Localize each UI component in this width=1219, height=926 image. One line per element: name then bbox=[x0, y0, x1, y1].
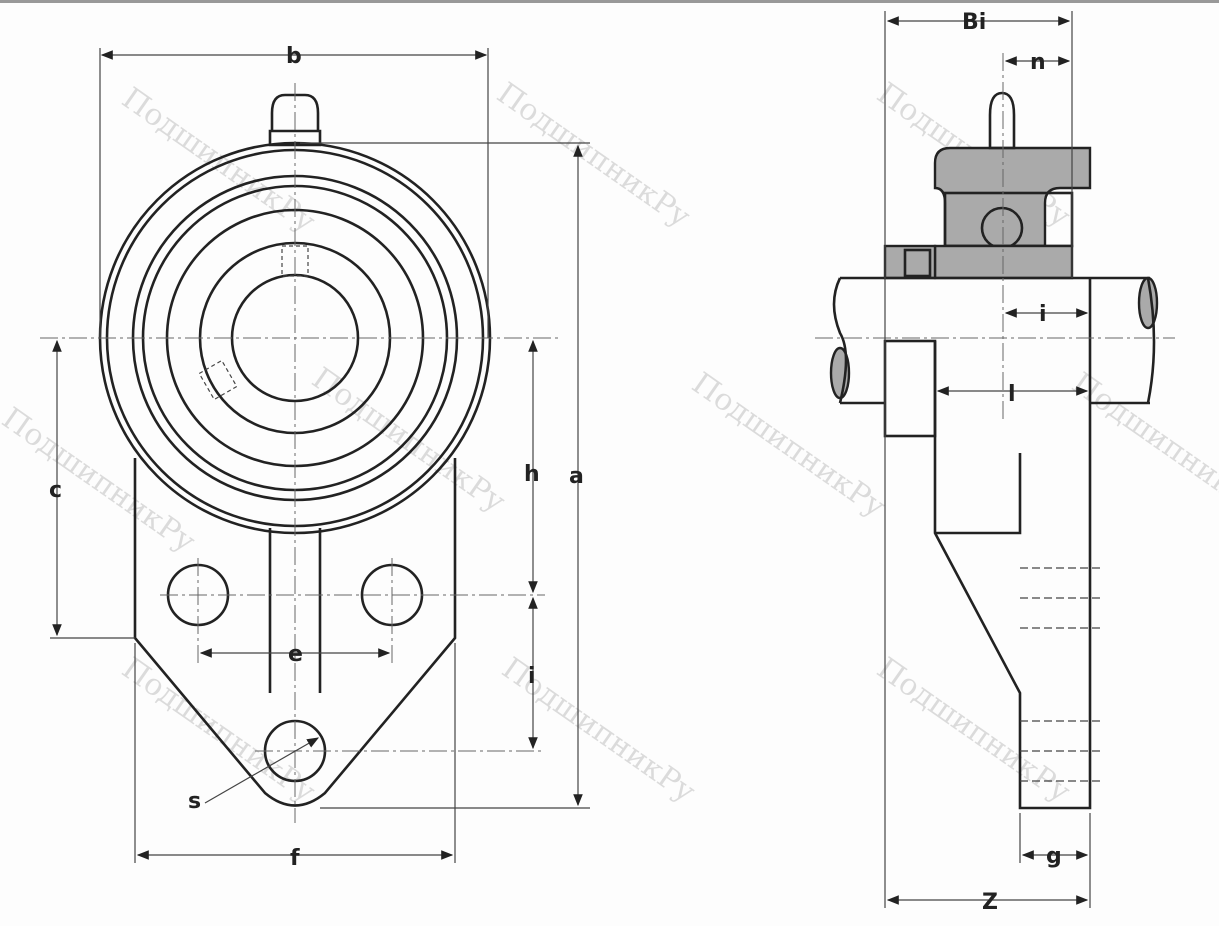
label-i: i bbox=[528, 664, 536, 689]
label-Bi: Bi bbox=[962, 10, 986, 35]
housing-section bbox=[933, 146, 1092, 248]
label-s: s bbox=[188, 789, 201, 814]
label-i-side: i bbox=[1039, 302, 1047, 327]
bolt-holes-hidden bbox=[1020, 567, 1100, 782]
collar-lower bbox=[883, 339, 937, 438]
label-e: e bbox=[288, 642, 303, 667]
flange-outline bbox=[133, 458, 457, 807]
dim-s bbox=[204, 737, 320, 804]
watermark: ПодшипникРу bbox=[490, 76, 696, 235]
label-n: n bbox=[1030, 50, 1046, 75]
grease-nipple bbox=[268, 93, 322, 147]
watermark: ПодшипникРу bbox=[115, 81, 321, 240]
grease-nipple bbox=[988, 91, 1016, 150]
label-Z: Z bbox=[982, 890, 998, 915]
watermark: ПодшипникРу bbox=[495, 651, 701, 810]
label-b: b bbox=[286, 44, 302, 69]
label-c: c bbox=[49, 478, 62, 503]
side-view: Bi n i l g Z bbox=[815, 10, 1175, 915]
watermark: ПодшипникРу bbox=[870, 651, 1076, 810]
watermark: ПодшипникРу bbox=[1065, 366, 1219, 525]
watermark: ПодшипникРу bbox=[115, 651, 321, 810]
label-h: h bbox=[524, 462, 540, 487]
label-g: g bbox=[1046, 844, 1062, 869]
slot-lines bbox=[268, 527, 322, 693]
watermark: ПодшипникРу bbox=[685, 366, 891, 525]
front-view: b a h i c e f s bbox=[40, 44, 590, 871]
label-a: a bbox=[569, 464, 584, 489]
technical-drawing: ПодшипникРу ПодшипникРу ПодшипникРу Подш… bbox=[0, 10, 1219, 915]
label-f: f bbox=[290, 846, 300, 871]
label-l: l bbox=[1008, 382, 1016, 407]
shaft bbox=[840, 276, 1150, 405]
locking-collar-section bbox=[883, 244, 937, 280]
